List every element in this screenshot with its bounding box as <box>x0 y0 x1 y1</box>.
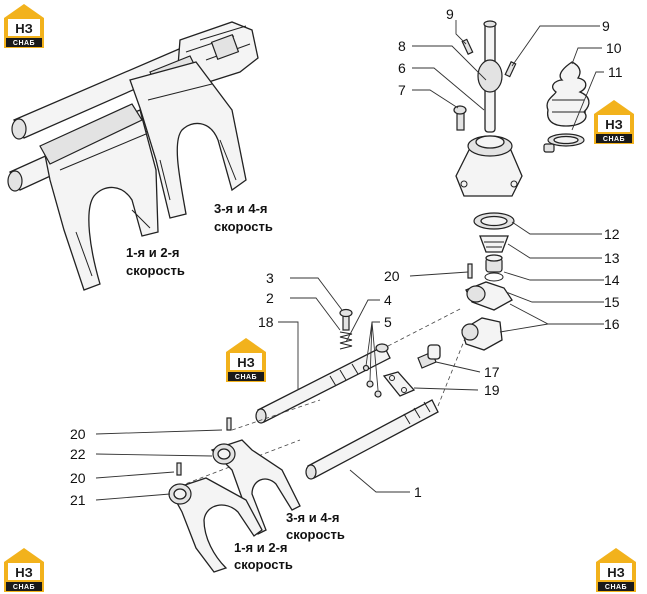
callout-12: 12 <box>604 226 620 242</box>
logo-bottom-text: СНАБ <box>13 40 35 47</box>
callout-9-right: 9 <box>602 18 610 34</box>
shift-fork-assembly-drawing <box>7 21 259 291</box>
callout-11: 11 <box>608 64 623 80</box>
callout-20-top: 20 <box>384 268 400 284</box>
logo-bottom-text: СНАБ <box>605 584 627 591</box>
callout-22: 22 <box>70 446 86 462</box>
logo-bottom-text: СНАБ <box>235 374 257 381</box>
gear-lever-housing-drawing <box>382 20 590 397</box>
fork-3-4-caption-line1: 3-я и 4-я <box>214 201 268 216</box>
callout-20-middle: 20 <box>70 426 86 442</box>
bottom-shift-forks-drawing <box>168 439 301 573</box>
callout-18: 18 <box>258 314 274 330</box>
nz-snab-logo: НЗ СНАБ <box>226 338 266 382</box>
logo-top-text: НЗ <box>605 117 623 132</box>
callout-13: 13 <box>604 250 620 266</box>
leader-lines <box>95 20 604 501</box>
callout-21: 21 <box>70 492 86 508</box>
callout-10: 10 <box>606 40 622 56</box>
detent-parts-drawing <box>339 308 382 398</box>
callout-14: 14 <box>604 272 620 288</box>
callout-16: 16 <box>604 316 620 332</box>
shift-rod-1-drawing <box>305 399 439 480</box>
logo-top-text: НЗ <box>15 565 33 580</box>
logo-bottom-text: СНАБ <box>13 584 35 591</box>
fork-3-4-bottom-caption-line1: 3-я и 4-я <box>286 510 340 525</box>
callout-1: 1 <box>414 484 422 500</box>
fork-1-2-caption-line1: 1-я и 2-я <box>126 245 180 260</box>
callout-19: 19 <box>484 382 500 398</box>
callout-15: 15 <box>604 294 620 310</box>
shift-rod-18-drawing <box>255 343 391 424</box>
nz-snab-logo: НЗ СНАБ <box>596 548 636 592</box>
fork-3-4-caption-line2: скорость <box>214 219 273 234</box>
callout-3: 3 <box>266 270 274 286</box>
callout-20-bottom: 20 <box>70 470 86 486</box>
callout-8: 8 <box>398 38 406 54</box>
fork-1-2-bottom-caption-line1: 1-я и 2-я <box>234 540 288 555</box>
callout-6: 6 <box>398 60 406 76</box>
nz-snab-logo: НЗ СНАБ <box>4 4 44 48</box>
callout-17: 17 <box>484 364 500 380</box>
logo-top-text: НЗ <box>15 21 33 36</box>
callout-4: 4 <box>384 292 392 308</box>
callout-9-left: 9 <box>446 6 454 22</box>
logo-bottom-text: СНАБ <box>603 136 625 143</box>
callout-7: 7 <box>398 82 406 98</box>
nz-snab-logo: НЗ СНАБ <box>4 548 44 592</box>
fork-3-4-bottom-caption-line2: скорость <box>286 527 345 542</box>
logo-top-text: НЗ <box>237 355 255 370</box>
callout-5: 5 <box>384 314 392 330</box>
callout-2: 2 <box>266 290 274 306</box>
fork-1-2-caption-line2: скорость <box>126 263 185 278</box>
fork-1-2-bottom-caption-line2: скорость <box>234 557 293 572</box>
logo-top-text: НЗ <box>607 565 625 580</box>
nz-snab-logo: НЗ СНАБ <box>594 100 634 144</box>
